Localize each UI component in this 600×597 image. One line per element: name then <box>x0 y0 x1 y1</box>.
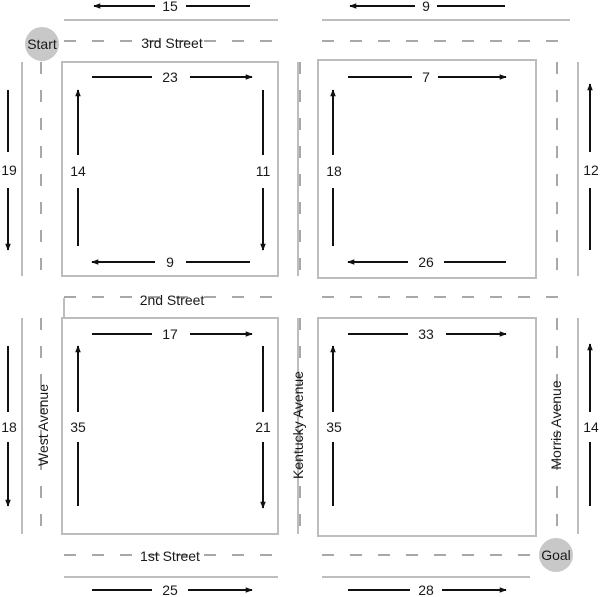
weight-bl-right: 21 <box>255 419 271 435</box>
start-marker: Start <box>25 27 59 61</box>
street-label-2nd: 2nd Street <box>140 292 205 308</box>
weight-outer-bottom-right: 28 <box>418 582 434 597</box>
weight-bl-left: 35 <box>70 419 86 435</box>
goal-marker: Goal <box>539 538 573 572</box>
weight-br-top: 33 <box>418 326 434 342</box>
street-label-morris: Morris Avenue <box>548 380 564 469</box>
weight-outer-right-bottom: 14 <box>583 419 599 435</box>
weight-outer-left-top: 19 <box>1 162 17 178</box>
direction-arrows <box>5 3 593 593</box>
street-labels: 3rd Street 2nd Street 1st Street West Av… <box>35 35 564 564</box>
start-label: Start <box>27 36 57 52</box>
street-label-1st: 1st Street <box>140 548 200 564</box>
road-edges <box>21 19 579 578</box>
weight-outer-top-left: 15 <box>162 0 178 14</box>
weight-tl-left: 14 <box>70 163 86 179</box>
weight-bl-top: 17 <box>162 326 178 342</box>
street-label-kentucky: Kentucky Avenue <box>290 371 306 479</box>
weight-tl-right: 11 <box>256 163 271 179</box>
weight-outer-top-right: 9 <box>422 0 430 14</box>
weight-tl-bottom: 9 <box>166 254 174 270</box>
lane-dashes <box>40 40 570 556</box>
street-label-3rd: 3rd Street <box>141 35 203 51</box>
weight-outer-bottom-left: 25 <box>162 582 178 597</box>
weight-tr-top: 7 <box>422 69 430 85</box>
weight-outer-right-top: 12 <box>583 162 599 178</box>
weight-br-left: 35 <box>326 419 342 435</box>
weight-outer-left-bottom: 18 <box>1 419 17 435</box>
goal-label: Goal <box>541 547 571 563</box>
weight-tl-top: 23 <box>162 69 178 85</box>
street-label-west: West Avenue <box>35 384 51 466</box>
weight-tr-bottom: 26 <box>418 254 434 270</box>
weight-tr-left: 18 <box>326 163 342 179</box>
